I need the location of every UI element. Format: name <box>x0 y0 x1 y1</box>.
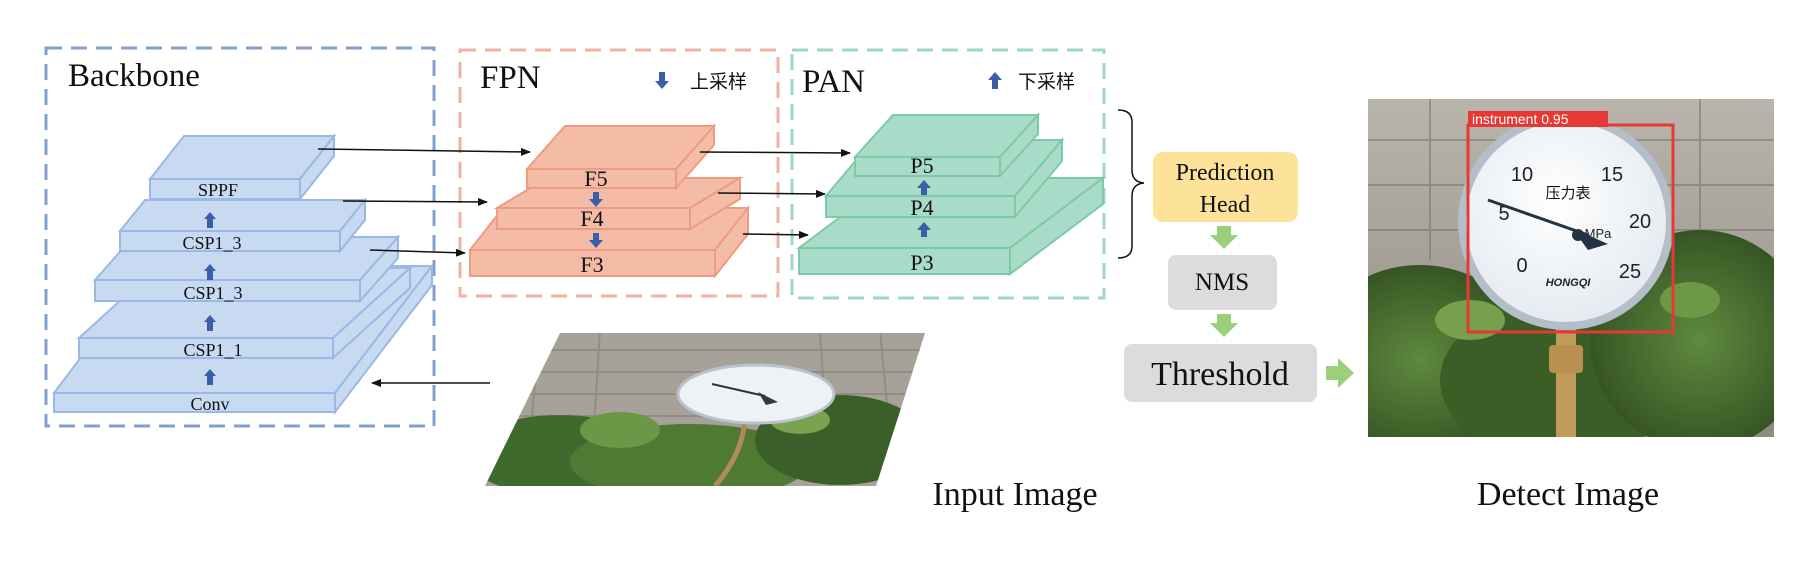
flow-arrow-to-detect <box>1326 358 1354 388</box>
layer-p5: P5 <box>910 153 933 178</box>
backbone-layer-labels: SPPF CSP1_3 CSP1_3 CSP1_1 Conv <box>182 180 242 414</box>
backbone-up-arrows <box>204 212 216 385</box>
gauge-tick-10: 10 <box>1511 164 1533 186</box>
threshold-box <box>1124 344 1317 402</box>
prediction-head-line1: Prediction <box>1176 160 1275 186</box>
input-image-caption: Input Image <box>932 476 1097 513</box>
nms-box <box>1168 255 1277 310</box>
layer-f3: F3 <box>580 252 603 277</box>
prediction-head-box <box>1153 152 1298 222</box>
pan-legend-label: 下采样 <box>1018 71 1075 93</box>
nms-label: NMS <box>1195 269 1249 296</box>
neck-brace <box>1117 109 1145 259</box>
fpn-legend-label: 上采样 <box>690 71 747 93</box>
layer-f5: F5 <box>584 166 607 191</box>
fpn-layer-labels: F5 F4 F3 <box>580 166 607 277</box>
fpn-down-arrows <box>589 192 603 248</box>
layer-f4: F4 <box>580 206 603 231</box>
detect-image: 0 5 10 15 20 25 压力表 MPa HONGQI instrumen… <box>1368 99 1774 437</box>
layer-csp1-3-upper: CSP1_3 <box>182 233 241 253</box>
threshold-label: Threshold <box>1151 356 1289 393</box>
prediction-head-line2: Head <box>1200 192 1251 218</box>
pan-legend-up-arrow <box>988 72 1002 89</box>
connector-arrows <box>317 147 851 387</box>
gauge-tick-20: 20 <box>1629 211 1651 233</box>
detection-label: instrument 0.95 <box>1472 111 1569 127</box>
layer-p4: P4 <box>910 195 933 220</box>
flow-arrow-to-threshold <box>1210 314 1238 337</box>
gauge-tick-15: 15 <box>1601 164 1623 186</box>
layer-conv: Conv <box>190 394 229 414</box>
layer-sppf: SPPF <box>198 180 238 200</box>
pan-up-arrows <box>917 180 931 237</box>
gauge-tick-0: 0 <box>1516 255 1527 277</box>
gauge-tick-25: 25 <box>1619 261 1641 283</box>
layer-p3: P3 <box>910 250 933 275</box>
detection-label-bg <box>1468 111 1608 127</box>
gauge-title: 压力表 <box>1545 184 1590 202</box>
detect-image-caption: Detect Image <box>1477 476 1659 513</box>
gauge-needle-icon <box>1487 198 1589 237</box>
fpn-legend-down-arrow <box>655 72 669 89</box>
pan-title: PAN <box>802 64 865 100</box>
layer-csp1-1: CSP1_1 <box>183 340 242 360</box>
fpn-frame <box>458 48 780 298</box>
pan-frame <box>790 48 1106 300</box>
gauge-brand: HONGQI <box>1546 277 1592 289</box>
fpn-stack <box>467 123 751 279</box>
input-image <box>485 333 925 486</box>
backbone-stack <box>51 133 435 415</box>
fpn-title: FPN <box>480 60 541 96</box>
pan-stack <box>796 112 1106 277</box>
pan-layer-labels: P5 P4 P3 <box>910 153 933 275</box>
layer-csp1-3-lower: CSP1_3 <box>183 283 242 303</box>
backbone-frame <box>44 46 436 428</box>
flow-arrow-to-nms <box>1210 226 1238 249</box>
backbone-title: Backbone <box>68 58 200 94</box>
gauge-ticks: 0 5 10 15 20 25 <box>1498 164 1651 283</box>
gauge-tick-5: 5 <box>1498 203 1509 225</box>
